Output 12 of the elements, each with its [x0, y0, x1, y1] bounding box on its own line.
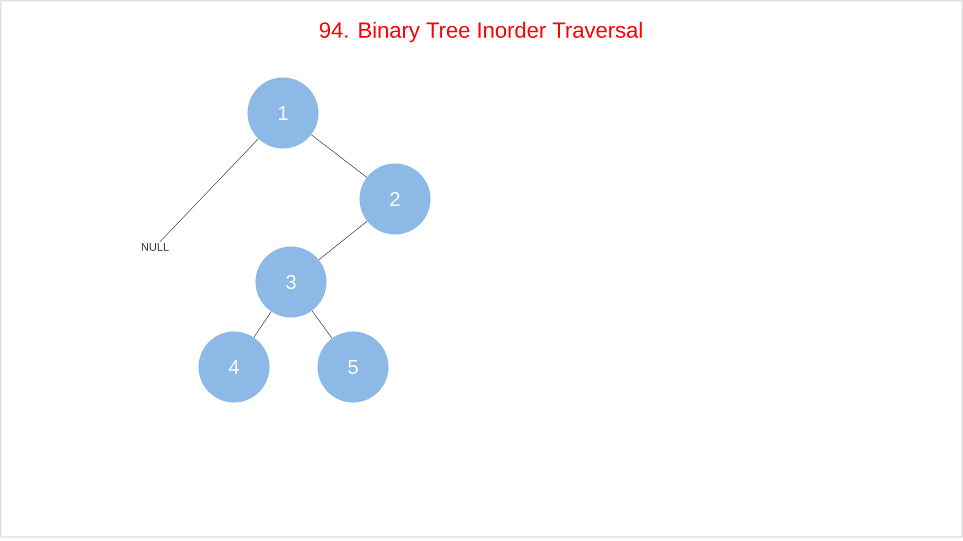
tree-edge	[318, 220, 368, 260]
tree-node: 1	[248, 78, 318, 148]
tree-edge	[254, 311, 272, 338]
tree-edge	[312, 310, 332, 338]
title: 94. Binary Tree Inorder Traversal	[320, 22, 642, 42]
tree-node: 5	[318, 332, 388, 402]
tree-edge	[160, 138, 259, 242]
null-label: NULL	[142, 243, 169, 251]
tree-node: 2	[360, 164, 430, 234]
tree-node: 3	[256, 246, 326, 318]
tree-edge	[311, 134, 367, 178]
tree-node: 4	[198, 332, 270, 402]
